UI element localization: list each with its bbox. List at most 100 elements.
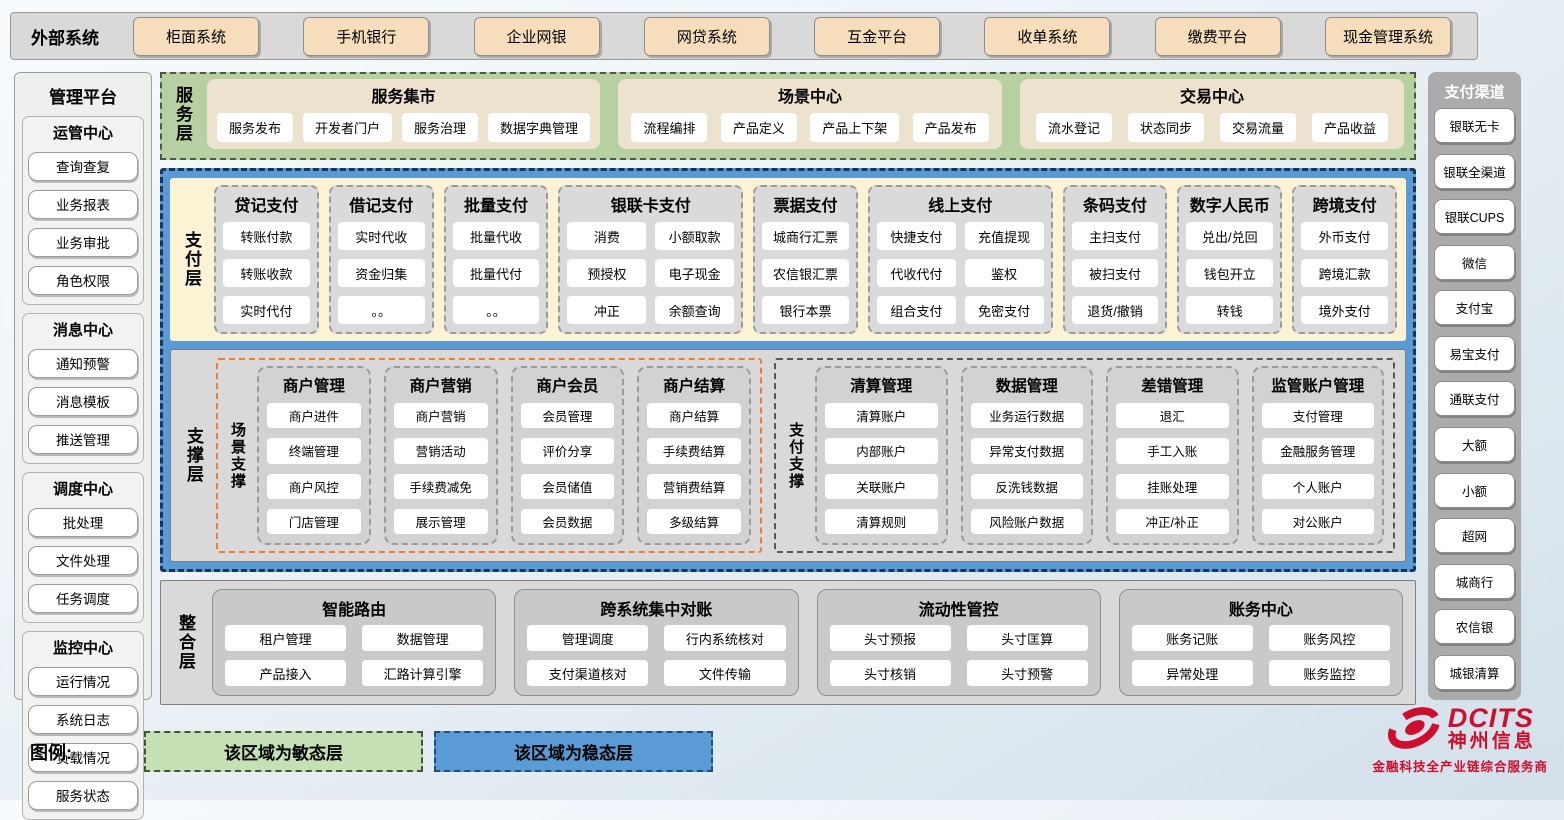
support-item: 手续费结算 bbox=[647, 438, 741, 463]
payment-column: 批量支付 批量代收 批量代付 。。 bbox=[444, 185, 549, 334]
support-column: 数据管理 业务运行数据 异常支付数据 bbox=[961, 366, 1093, 545]
integration-layer-label: 整合层 bbox=[173, 589, 198, 696]
support-column: 监管账户管理 支付管理 金融服务管理 bbox=[1252, 366, 1384, 545]
payment-item: 批量代付 bbox=[453, 259, 540, 287]
integration-item: 汇路计算引擎 bbox=[362, 660, 483, 686]
service-group-title: 场景中心 bbox=[628, 83, 992, 107]
support-column-items: 支付管理 金融服务管理 个人账户 对公账户 bbox=[1262, 403, 1374, 534]
payment-item: 转账收款 bbox=[223, 259, 310, 287]
management-item: 业务审批 bbox=[28, 228, 138, 257]
support-column-items: 清算账户 内部账户 关联账户 清算规则 bbox=[825, 403, 937, 534]
service-layer-label: 服务层 bbox=[170, 79, 195, 149]
support-item: 关联账户 bbox=[825, 474, 937, 499]
management-item: 运行情况 bbox=[28, 667, 138, 696]
service-group-items: 服务发布 开发者门户 服务治理 数据字典管理 bbox=[217, 112, 590, 142]
support-item: 终端管理 bbox=[267, 438, 361, 463]
integration-item: 账务风控 bbox=[1269, 625, 1390, 651]
support-column-items: 业务运行数据 异常支付数据 反洗钱数据 风险账户数据 bbox=[971, 403, 1083, 534]
payment-channels-panel: 支付渠道 银联无卡 银联全渠道 银联CUPS 微信 支付宝 易宝支付 通联支付 … bbox=[1428, 72, 1521, 700]
service-group: 服务集市 服务发布 开发者门户 服务治理 数据字典管理 bbox=[207, 79, 600, 149]
support-column-title: 差错管理 bbox=[1116, 374, 1228, 396]
management-group: 监控中心 运行情况 系统日志 负载情况 服务状态 bbox=[22, 631, 144, 820]
integration-item: 行内系统核对 bbox=[664, 625, 785, 651]
payment-column-items: 外币支付 跨境汇款 境外支付 bbox=[1301, 222, 1388, 324]
integration-group: 账务中心 账务记账 账务风控 异常处理 账务监控 bbox=[1119, 589, 1403, 696]
integration-group-items: 头寸预报 头寸匡算 头寸核销 头寸预警 bbox=[830, 625, 1088, 686]
service-item: 服务治理 bbox=[402, 113, 478, 142]
legend-stable-layer: 该区域为稳态层 bbox=[434, 731, 713, 772]
payment-item: 境外支付 bbox=[1301, 296, 1388, 324]
integration-item: 账务监控 bbox=[1269, 660, 1390, 686]
support-column-title: 商户会员 bbox=[521, 374, 615, 396]
payment-channels-list: 银联无卡 银联全渠道 银联CUPS 微信 支付宝 易宝支付 通联支付 大额 小额… bbox=[1434, 108, 1515, 690]
management-groups: 运管中心 查询查复 业务报表 业务审批 角色权限 bbox=[22, 116, 144, 820]
integration-item: 支付渠道核对 bbox=[527, 660, 648, 686]
support-item: 清算账户 bbox=[825, 403, 937, 428]
payment-column-items: 兑出/兑回 钱包开立 转钱 bbox=[1186, 222, 1273, 324]
support-column-items: 商户结算 手续费结算 营销费结算 多级结算 bbox=[647, 403, 741, 534]
support-groups: 场景支撑 商户管理 商户进件 bbox=[216, 358, 1395, 553]
payment-column: 票据支付 城商行汇票 农信银汇票 银行本票 bbox=[753, 185, 858, 334]
integration-item: 头寸预报 bbox=[830, 625, 951, 651]
payment-item: 资金归集 bbox=[338, 259, 425, 287]
service-item: 交易流量 bbox=[1220, 113, 1296, 142]
payment-channel-item: 支付宝 bbox=[1434, 290, 1515, 325]
support-column: 商户营销 商户营销 营销活动 手续 bbox=[384, 366, 498, 545]
management-group-title: 调度中心 bbox=[28, 478, 138, 499]
support-item: 营销活动 bbox=[394, 438, 488, 463]
support-item: 营销费结算 bbox=[647, 474, 741, 499]
support-item: 支付管理 bbox=[1262, 403, 1374, 428]
management-group: 消息中心 通知预警 消息模板 推送管理 bbox=[22, 313, 144, 464]
support-column-items: 商户进件 终端管理 商户风控 门店管理 bbox=[267, 403, 361, 534]
payment-item: 银行本票 bbox=[762, 296, 849, 324]
payment-channel-item: 城银清算 bbox=[1434, 655, 1515, 690]
legend: 图例: 该区域为敏态层 该区域为稳态层 bbox=[30, 731, 713, 772]
integration-item: 头寸核销 bbox=[830, 660, 951, 686]
payment-channel-item: 超网 bbox=[1434, 518, 1515, 553]
service-group-title: 服务集市 bbox=[217, 83, 590, 107]
integration-layer: 整合层 智能路由 租户管理 数据管理 产品接入 bbox=[160, 580, 1416, 705]
support-group-columns: 清算管理 清算账户 内部账户 关联 bbox=[815, 366, 1384, 545]
external-system-item: 网贷系统 bbox=[644, 17, 770, 56]
support-item: 清算规则 bbox=[825, 509, 937, 534]
support-column-title: 监管账户管理 bbox=[1262, 374, 1374, 396]
management-group: 调度中心 批处理 文件处理 任务调度 bbox=[22, 472, 144, 623]
support-item: 商户进件 bbox=[267, 403, 361, 428]
support-item: 手工入账 bbox=[1116, 438, 1228, 463]
management-item: 查询查复 bbox=[28, 152, 138, 181]
service-item: 产品上下架 bbox=[810, 113, 899, 142]
payment-channels-title: 支付渠道 bbox=[1434, 81, 1515, 102]
support-item: 内部账户 bbox=[825, 438, 937, 463]
service-item: 流程编排 bbox=[631, 113, 707, 142]
payment-item: 被扫支付 bbox=[1072, 259, 1159, 287]
payment-item: 鉴权 bbox=[965, 259, 1044, 287]
management-item: 服务状态 bbox=[28, 781, 138, 810]
support-layer-label: 支撑层 bbox=[181, 358, 206, 553]
payment-column: 条码支付 主扫支付 被扫支付 退货/撤销 bbox=[1063, 185, 1168, 334]
payment-item: 代收代付 bbox=[877, 259, 956, 287]
integration-item: 头寸匡算 bbox=[967, 625, 1088, 651]
payment-item: 城商行汇票 bbox=[762, 222, 849, 250]
support-column: 商户管理 商户进件 终端管理 商户 bbox=[257, 366, 371, 545]
external-systems-bar: 外部系统 柜面系统 手机银行 企业网银 网贷系统 互金平台 收单系统 缴费平台 … bbox=[10, 12, 1478, 60]
integration-item: 产品接入 bbox=[225, 660, 346, 686]
service-item: 产品收益 bbox=[1312, 113, 1388, 142]
payment-column-items: 实时代收 资金归集 。。 bbox=[338, 222, 425, 324]
payment-channel-item: 易宝支付 bbox=[1434, 336, 1515, 371]
payment-item: 外币支付 bbox=[1301, 222, 1388, 250]
management-group-title: 监控中心 bbox=[28, 637, 138, 658]
payment-columns: 贷记支付 转账付款 转账收款 实时代付 bbox=[214, 185, 1397, 334]
integration-group-items: 管理调度 行内系统核对 支付渠道核对 文件传输 bbox=[527, 625, 785, 686]
support-column-items: 退汇 手工入账 挂账处理 冲正/补正 bbox=[1116, 403, 1228, 534]
payment-channel-item: 银联无卡 bbox=[1434, 108, 1515, 143]
integration-groups: 智能路由 租户管理 数据管理 产品接入 汇路计算引擎 bbox=[212, 589, 1403, 696]
payment-architecture-diagram: 外部系统 柜面系统 手机银行 企业网银 网贷系统 互金平台 收单系统 缴费平台 … bbox=[0, 0, 1564, 800]
support-group-label: 支付支撑 bbox=[785, 422, 806, 490]
support-column: 商户结算 商户结算 手续费结算 营 bbox=[637, 366, 751, 545]
support-item: 评价分享 bbox=[521, 438, 615, 463]
external-systems-list: 柜面系统 手机银行 企业网银 网贷系统 互金平台 收单系统 缴费平台 现金管理系… bbox=[133, 17, 1461, 56]
payment-channel-item: 大额 bbox=[1434, 427, 1515, 462]
integration-group-title: 跨系统集中对账 bbox=[527, 596, 785, 620]
management-item: 任务调度 bbox=[28, 584, 138, 613]
support-item: 反洗钱数据 bbox=[971, 474, 1083, 499]
